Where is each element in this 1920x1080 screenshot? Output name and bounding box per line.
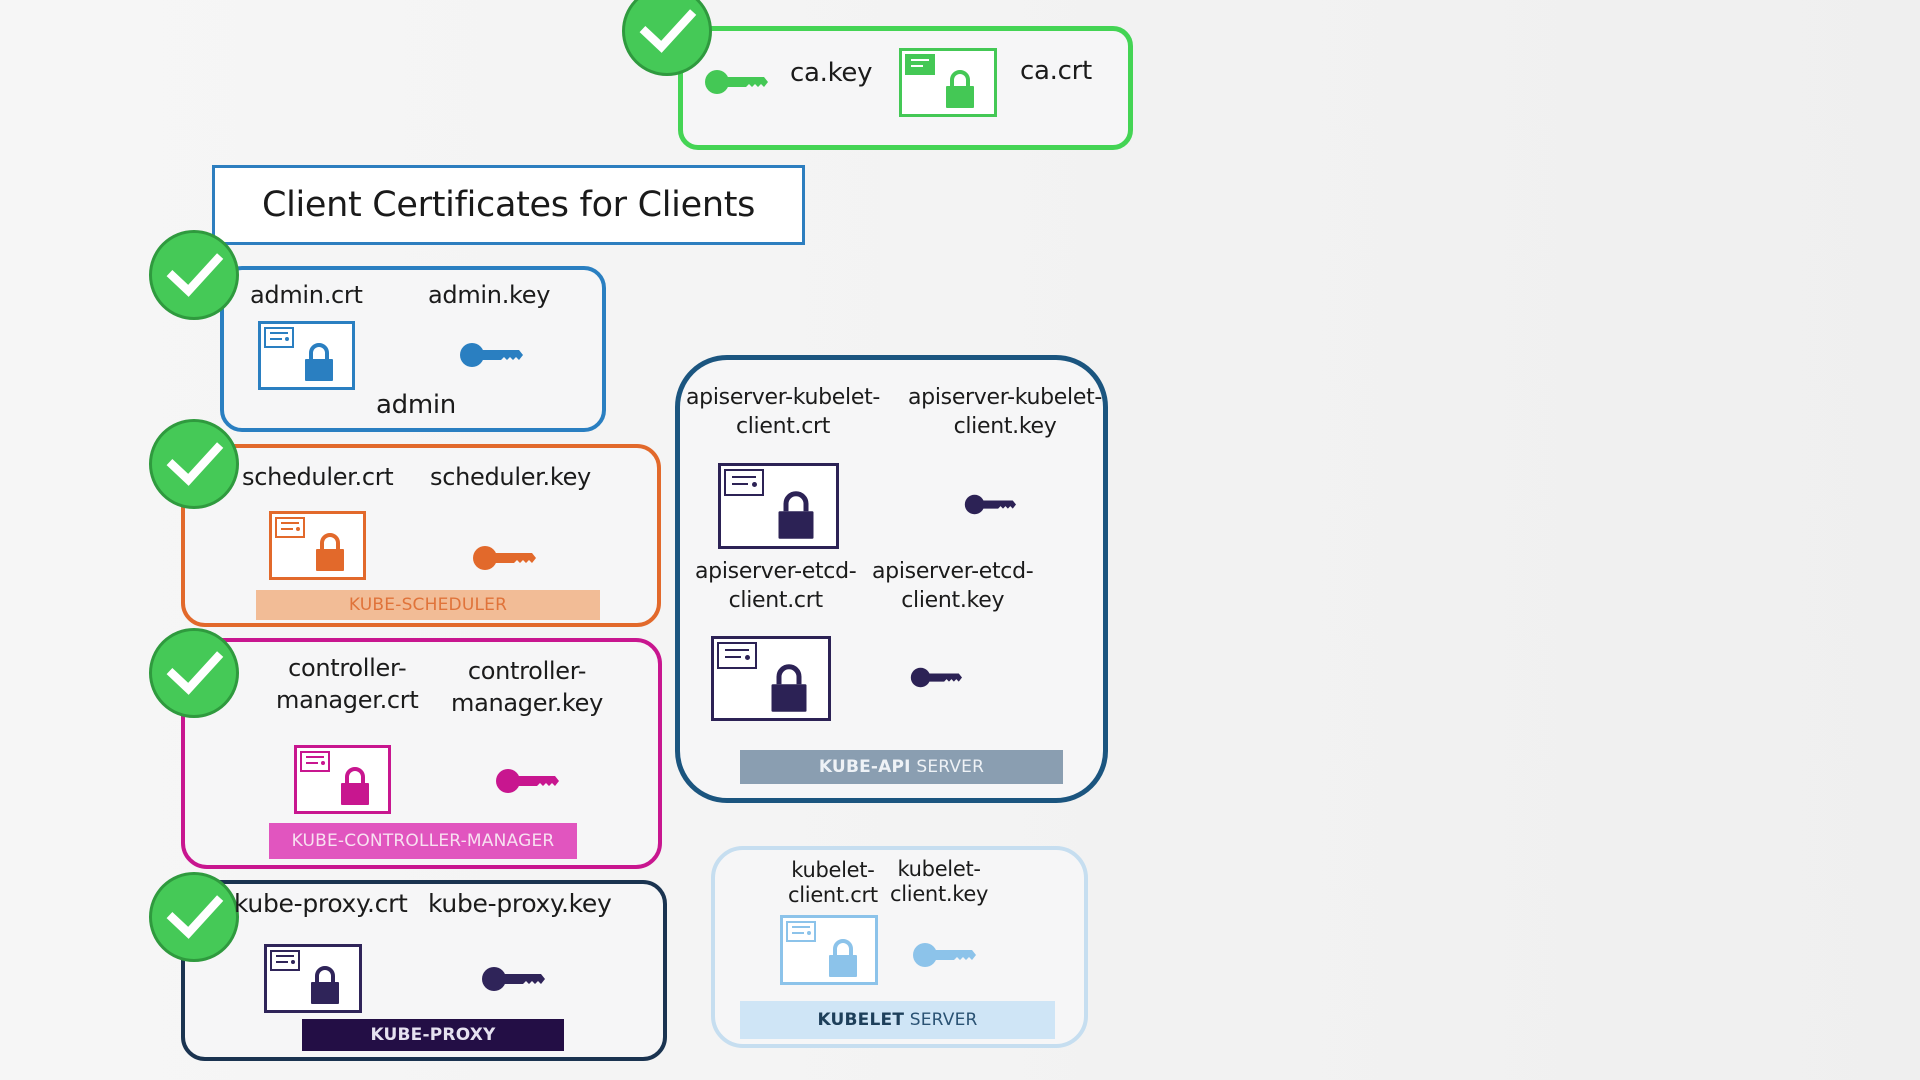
kube-proxy-crt-label: kube-proxy.crt <box>234 889 408 918</box>
controller-manager-verified-check-icon <box>149 628 239 718</box>
admin-key-label: admin.key <box>428 281 551 309</box>
admin-crt-label: admin.crt <box>250 281 363 309</box>
apiserver-kubelet-client-crt-icon <box>718 463 839 549</box>
kube-apiserver-box <box>675 355 1108 803</box>
lock-icon <box>945 69 975 109</box>
scheduler-tag: KUBE-SCHEDULER <box>256 590 600 620</box>
kube-proxy-key-icon <box>481 965 545 993</box>
scheduler-verified-check-icon <box>149 419 239 509</box>
lock-icon <box>828 938 858 978</box>
scheduler-crt-icon <box>269 511 366 580</box>
apiserver-etcd-client-key-label: apiserver-etcd- client.key <box>872 559 1034 613</box>
kube-proxy-tag: KUBE-PROXY <box>302 1019 564 1051</box>
kubelet-client-key-label: kubelet- client.key <box>890 857 989 906</box>
ca-key-icon <box>704 68 768 96</box>
admin-verified-check-icon <box>149 230 239 320</box>
admin-caption: admin <box>376 390 456 420</box>
controller-manager-key-label: controller- manager.key <box>451 657 604 717</box>
kubelet-server-tag-rest: SERVER <box>904 1010 978 1030</box>
kube-proxy-verified-check-icon <box>149 872 239 962</box>
kubelet-client-crt-icon <box>780 915 878 985</box>
apiserver-etcd-client-crt-icon <box>711 636 831 721</box>
kubelet-server-tag-bold: KUBELET <box>817 1010 905 1030</box>
apiserver-kubelet-client-key-label: apiserver-kubelet- client.key <box>908 385 1103 439</box>
ca-verified-check-icon <box>622 0 712 76</box>
apiserver-kubelet-client-crt-label: apiserver-kubelet- client.crt <box>686 385 881 439</box>
apiserver-etcd-client-key-icon <box>910 666 962 689</box>
controller-manager-crt-label: controller- manager.crt <box>276 654 419 714</box>
ca-crt-icon <box>899 48 997 117</box>
kubelet-client-crt-label: kubelet- client.crt <box>788 858 878 907</box>
kubelet-client-key-icon <box>912 941 976 969</box>
kube-proxy-key-label: kube-proxy.key <box>428 889 612 918</box>
lock-icon <box>315 532 345 572</box>
ca-key-label: ca.key <box>790 58 873 88</box>
controller-manager-tag: KUBE-CONTROLLER-MANAGER <box>269 823 577 859</box>
lock-icon <box>777 490 815 540</box>
lock-icon <box>770 663 808 713</box>
ca-box <box>678 26 1133 150</box>
ca-crt-label: ca.crt <box>1020 56 1092 86</box>
kubelet-server-tag: KUBELET SERVER <box>740 1001 1055 1039</box>
controller-manager-crt-icon <box>294 745 391 814</box>
scheduler-key-label: scheduler.key <box>430 463 591 491</box>
lock-icon <box>310 965 340 1005</box>
kube-apiserver-tag: KUBE-API SERVER <box>740 750 1063 784</box>
admin-key-icon <box>459 341 523 369</box>
lock-icon <box>340 766 370 806</box>
scheduler-crt-label: scheduler.crt <box>242 463 394 491</box>
admin-crt-icon <box>258 321 355 390</box>
kube-apiserver-tag-bold: KUBE-API <box>818 757 911 777</box>
controller-manager-key-icon <box>495 767 559 795</box>
apiserver-kubelet-client-key-icon <box>964 493 1016 516</box>
kube-apiserver-tag-rest: SERVER <box>910 757 985 777</box>
kube-proxy-crt-icon <box>264 944 362 1013</box>
page-title: Client Certificates for Clients <box>212 165 805 245</box>
scheduler-key-icon <box>472 544 536 572</box>
lock-icon <box>304 342 334 382</box>
apiserver-etcd-client-crt-label: apiserver-etcd- client.crt <box>695 559 857 613</box>
